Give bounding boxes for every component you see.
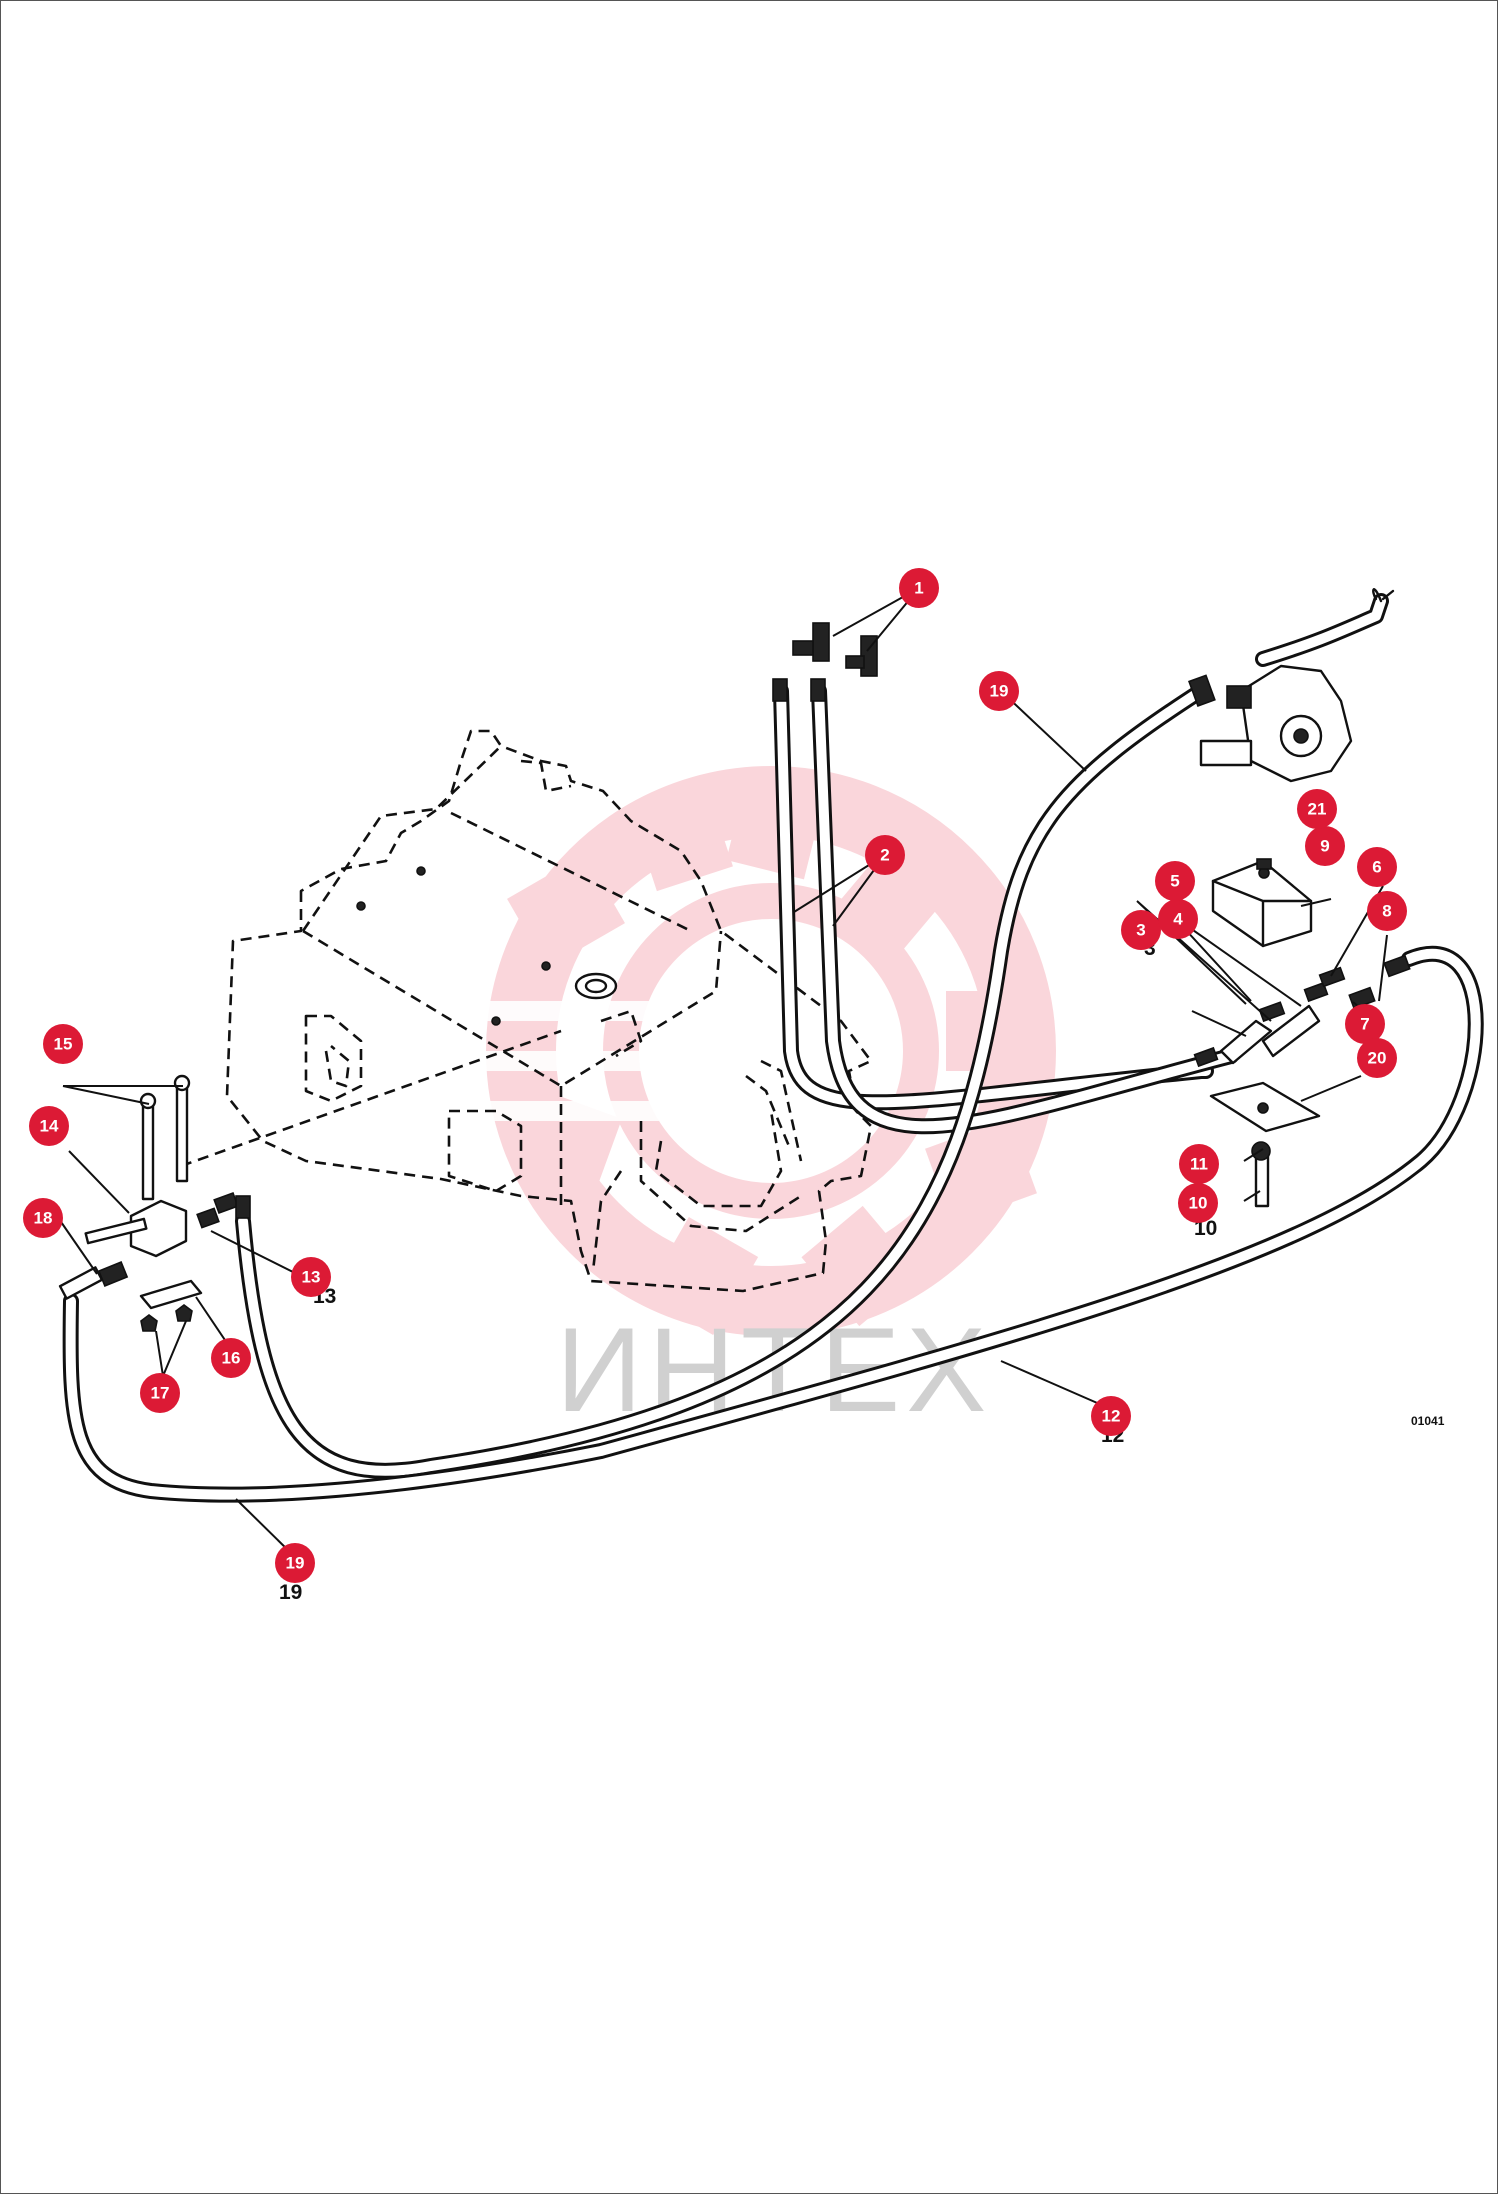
svg-text:5: 5 — [1170, 872, 1179, 891]
svg-text:19: 19 — [286, 1554, 305, 1573]
callout-19-upper: 19 — [979, 671, 1019, 711]
plate-20 — [1209, 1081, 1321, 1133]
callout-4: 4 — [1158, 899, 1198, 939]
callout-8: 8 — [1367, 891, 1407, 931]
svg-text:1: 1 — [914, 579, 923, 598]
svg-text:8: 8 — [1382, 902, 1391, 921]
svg-text:6: 6 — [1372, 858, 1381, 877]
svg-text:12: 12 — [1102, 1407, 1121, 1426]
callout-12: 12 — [1091, 1396, 1131, 1436]
pump — [1188, 664, 1353, 783]
callout-18: 18 — [23, 1198, 63, 1238]
callout-17: 17 — [140, 1373, 180, 1413]
svg-text:17: 17 — [151, 1384, 170, 1403]
callout-16: 16 — [211, 1338, 251, 1378]
label-3: 3 — [1144, 937, 1156, 960]
svg-text:15: 15 — [54, 1035, 73, 1054]
svg-text:3: 3 — [1136, 921, 1145, 940]
hoses — [62, 593, 1484, 1503]
callout-20: 20 — [1357, 1038, 1397, 1078]
svg-text:10: 10 — [1189, 1194, 1208, 1213]
callout-14: 14 — [29, 1106, 69, 1146]
bolt-10 — [1251, 1141, 1271, 1208]
callout-2: 2 — [865, 835, 905, 875]
callout-15: 15 — [43, 1024, 83, 1064]
callout-13: 13 — [291, 1257, 331, 1297]
svg-text:20: 20 — [1368, 1049, 1387, 1068]
svg-text:19: 19 — [990, 682, 1009, 701]
svg-text:21: 21 — [1308, 800, 1327, 819]
callout-6: 6 — [1357, 847, 1397, 887]
callout-3: 3 — [1121, 910, 1161, 950]
watermark-logo-icon — [481, 766, 1056, 1336]
callout-21: 21 — [1297, 789, 1337, 829]
svg-text:14: 14 — [40, 1117, 59, 1136]
cable-end — [1372, 588, 1395, 603]
callout-9: 9 — [1305, 826, 1345, 866]
callout-11: 11 — [1179, 1144, 1219, 1184]
svg-text:13: 13 — [302, 1268, 321, 1287]
svg-text:11: 11 — [1190, 1155, 1208, 1174]
svg-text:7: 7 — [1360, 1015, 1369, 1034]
svg-text:9: 9 — [1320, 837, 1329, 856]
tractor-housing-outline — [180, 729, 873, 1293]
svg-text:4: 4 — [1173, 910, 1183, 929]
callout-19-lower: 19 — [275, 1543, 315, 1583]
callout-7: 7 — [1345, 1004, 1385, 1044]
svg-text:2: 2 — [880, 846, 889, 865]
bolts-15 — [139, 1074, 191, 1201]
callout-1: 1 — [899, 568, 939, 608]
label-19: 19 — [279, 1581, 302, 1604]
svg-text:16: 16 — [222, 1349, 241, 1368]
callouts: 1 2 3 4 5 6 7 8 9 10 11 12 13 14 15 16 1… — [23, 568, 1407, 1583]
tee-fitting-1 — [792, 622, 878, 677]
fittings — [58, 622, 1411, 1332]
block-9 — [1211, 858, 1313, 948]
callout-10: 10 — [1178, 1183, 1218, 1223]
clamp-16 — [139, 1279, 203, 1332]
callout-5: 5 — [1155, 861, 1195, 901]
svg-text:18: 18 — [34, 1209, 53, 1228]
valve-14 — [58, 1191, 251, 1300]
drawing-code: 01041 — [1411, 1414, 1445, 1428]
